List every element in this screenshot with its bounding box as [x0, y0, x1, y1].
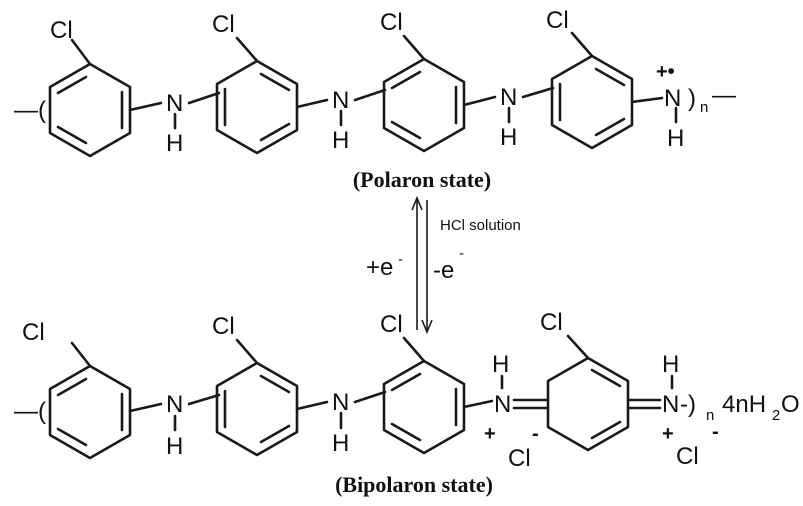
c-n-bond-4: [630, 96, 664, 104]
nitrogen-label: N: [166, 90, 183, 117]
repeat-subscript: n: [706, 407, 714, 424]
chain-close-paren: ): [688, 85, 696, 112]
chain-end-dash: —: [712, 82, 736, 109]
polaron-caption: (Polaron state): [353, 167, 491, 192]
forward-label: +e: [366, 254, 393, 281]
chlorine-label: Cl: [50, 17, 73, 44]
anion-minus: -: [532, 423, 539, 445]
hydrogen-label: H: [332, 127, 349, 154]
reverse-superscript: -: [459, 245, 464, 262]
c-n-bond-1: [128, 101, 163, 112]
c-cl-bond-3: [402, 34, 426, 61]
cation-plus: +: [484, 423, 496, 445]
water-oxygen: O: [781, 391, 800, 418]
chlorine-label: Cl: [546, 7, 569, 34]
benzene-ring-2: [215, 59, 299, 155]
equilibrium-arrows: HCl solution +e - -e -: [366, 195, 521, 335]
c-n-bond-1: [128, 402, 163, 413]
benzene-ring-3: [382, 359, 466, 455]
n-c-bond-1: [187, 91, 221, 105]
c-n-bond-2: [295, 400, 329, 411]
nitrogen-label: N: [494, 391, 511, 418]
n-c-bond-1: [187, 393, 221, 406]
up-arrow-head: [411, 195, 423, 211]
bipolaron-chain: —( Cl N H Cl N H Cl H N + - Cl Cl H N -)…: [14, 309, 800, 472]
forward-superscript: -: [398, 251, 403, 268]
n-c-bond-3: [521, 86, 555, 99]
hydrogen-label: H: [166, 130, 183, 157]
nitrogen-label: N: [332, 389, 349, 416]
benzene-ring-1: [48, 62, 132, 158]
n-c-bond-2: [353, 390, 387, 404]
radical-cation-mark: +•: [656, 61, 675, 83]
hydrogen-label: H: [500, 124, 517, 151]
nitrogen-label: N: [662, 391, 679, 418]
nitrogen-label: N: [664, 85, 681, 112]
hydrogen-label: H: [332, 430, 349, 457]
polaron-chain: —( Cl N H Cl N H Cl N H Cl +• N ) n — H: [14, 7, 736, 158]
nitrogen-label: N: [166, 391, 183, 418]
hydrogen-label: H: [492, 351, 509, 378]
chloride-label: Cl: [508, 445, 531, 472]
n-c-bond-2: [353, 88, 387, 102]
nitrogen-label: N: [500, 84, 517, 111]
chlorine-label: Cl: [212, 313, 235, 340]
chlorine-label: Cl: [212, 11, 235, 38]
chloride-label: Cl: [676, 443, 699, 470]
cation-plus: +: [662, 423, 674, 445]
hydrogen-label: H: [662, 351, 679, 378]
c-n-bond-3: [462, 399, 494, 409]
c-cl-bond-3: [402, 336, 426, 363]
c-n-bond-2: [295, 98, 329, 109]
water-subscript: 2: [772, 407, 780, 424]
water-label: 4nH: [722, 391, 766, 418]
chlorine-label: Cl: [540, 309, 563, 336]
chain-open-paren: —(: [14, 97, 46, 124]
chain-open-paren: —(: [14, 398, 46, 425]
anion-minus: -: [712, 421, 719, 443]
repeat-subscript: n: [700, 99, 708, 116]
chlorine-label: Cl: [380, 311, 403, 338]
c-cl-bond-4: [570, 31, 594, 58]
condition-label: HCl solution: [440, 217, 521, 234]
chlorine-label: Cl: [380, 9, 403, 36]
hydrogen-label: H: [667, 125, 684, 152]
benzene-ring-4: [550, 54, 634, 150]
benzene-ring-1: [48, 364, 132, 460]
chlorine-label: Cl: [22, 319, 45, 346]
c-cl-bond-2: [235, 338, 259, 365]
chain-close-paren: -): [680, 391, 696, 418]
benzene-ring-3: [382, 57, 466, 153]
c-cl-bond-2: [235, 36, 259, 63]
hydrogen-label: H: [166, 433, 183, 460]
c-cl-bond-1: [70, 341, 92, 368]
c-cl-bond-1: [70, 38, 92, 66]
bipolaron-caption: (Bipolaron state): [335, 472, 493, 497]
down-arrow-head: [421, 319, 433, 335]
reverse-label: -e: [433, 257, 454, 284]
c-n-bond-3: [462, 95, 497, 107]
c-cl-bond-4: [566, 334, 590, 360]
nitrogen-label: N: [332, 87, 349, 114]
benzene-ring-2: [215, 361, 299, 457]
quinoid-ring: [546, 356, 630, 452]
